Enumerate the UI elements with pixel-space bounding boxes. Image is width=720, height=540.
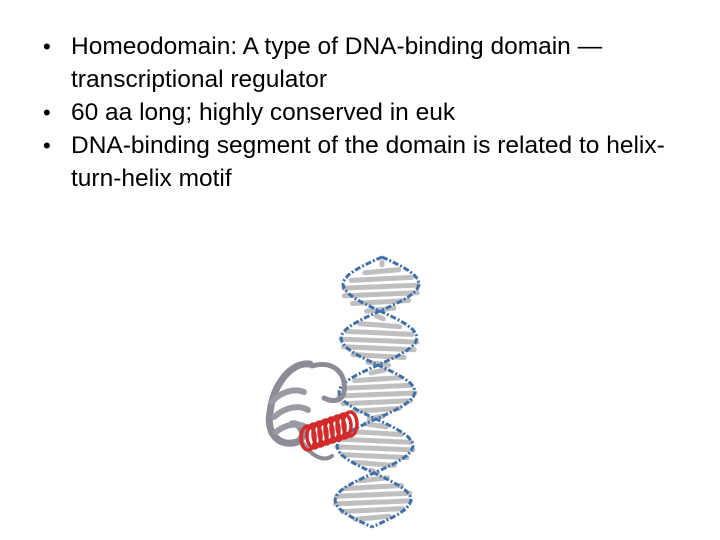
protein-ribbon (265, 360, 347, 461)
bullet-item: • 60 aa long; highly conserved in euk (42, 96, 692, 129)
bullet-item: • DNA-binding segment of the domain is r… (42, 129, 692, 195)
bullet-text: 60 aa long; highly conserved in euk (71, 99, 456, 126)
dna-double-helix (333, 255, 421, 529)
bullet-dot-icon: • (43, 100, 51, 125)
homeodomain-dna-structure-image (265, 255, 421, 529)
bullet-list: • Homeodomain: A type of DNA-binding dom… (42, 30, 692, 195)
bullet-text: Homeodomain: A type of DNA-binding domai… (71, 33, 603, 93)
recognition-helix (299, 410, 359, 452)
bullet-dot-icon: • (43, 34, 51, 59)
bullet-text: DNA-binding segment of the domain is rel… (71, 132, 665, 192)
bullet-dot-icon: • (43, 133, 51, 158)
bullet-item: • Homeodomain: A type of DNA-binding dom… (42, 30, 692, 96)
